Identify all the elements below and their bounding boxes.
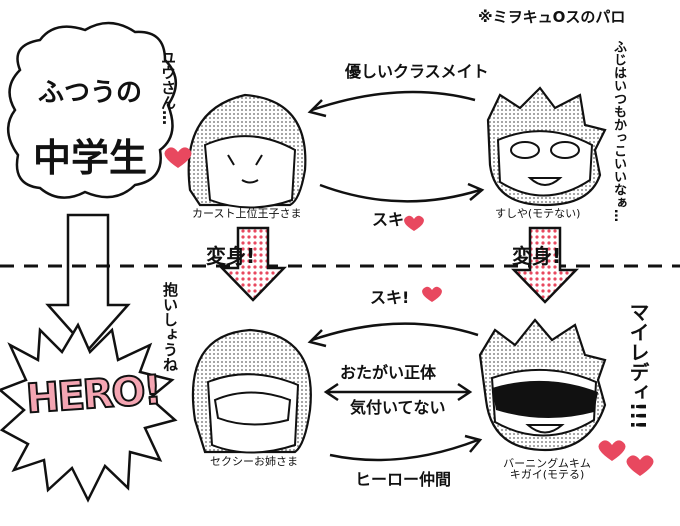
title-line-2: 中学生 [32, 136, 147, 180]
bottom-arrow-upper-label: スキ! [370, 288, 410, 307]
title: ふつうの 中学生 [10, 48, 170, 182]
parody-note: ※ミヲキュOスのパロ [478, 8, 626, 26]
top-left-side: ユウさん… [159, 50, 177, 125]
top-left-name: カースト上位王子さま [192, 207, 302, 220]
bottom-arrow-middle-heads [323, 382, 473, 402]
top-arrow-lower-label: スキ [372, 210, 405, 229]
transform-arrow-left [219, 226, 287, 302]
bottom-right-name: バーニングムキムキガイ(モテる) [503, 457, 591, 481]
bottom-arrow-lower-head [464, 434, 483, 453]
title-line-1: ふつうの [37, 78, 142, 108]
hero-burst [0, 322, 178, 503]
character-girl-bottom [191, 328, 312, 454]
top-right-side: ふじはいつもかっこいいなぁ… [611, 40, 626, 222]
title-cloud [7, 21, 177, 199]
transform-left-label: 変身! [206, 244, 256, 268]
bottom-arrow-lower-label: ヒーロー仲間 [355, 470, 452, 489]
top-arrow-lower-head [467, 182, 485, 201]
bottom-mid-label-2: 気付いてない [350, 398, 446, 417]
heart-icon [598, 440, 626, 461]
bottom-right-side: マイレディ!!! [626, 302, 650, 430]
bottom-left-name: セクシーお姉さま [210, 455, 298, 468]
heart-icon [404, 215, 424, 231]
top-arrow-lower [319, 183, 481, 203]
bottom-left-side: 抱いしょうね [161, 282, 179, 372]
top-arrow-upper [311, 90, 476, 112]
top-right-name: すしや(モテない) [495, 207, 581, 220]
heart-icon [422, 286, 442, 302]
bottom-arrow-lower [329, 438, 479, 462]
down-arrow-white [45, 213, 131, 352]
character-girl-top [187, 93, 307, 209]
heart-icon [626, 455, 654, 476]
transform-right-label: 変身! [512, 244, 562, 268]
character-boy-bottom [478, 318, 607, 452]
bottom-arrow-upper [311, 322, 479, 342]
bottom-arrow-upper-head [307, 329, 327, 348]
top-arrow-upper-head [307, 99, 327, 118]
character-boy-top [486, 86, 607, 207]
top-arrow-upper-label: 優しいクラスメイト [345, 62, 489, 81]
bottom-mid-label-1: おたがい正体 [340, 363, 437, 382]
heart-icon [164, 147, 192, 168]
transform-arrow-right [511, 226, 579, 304]
